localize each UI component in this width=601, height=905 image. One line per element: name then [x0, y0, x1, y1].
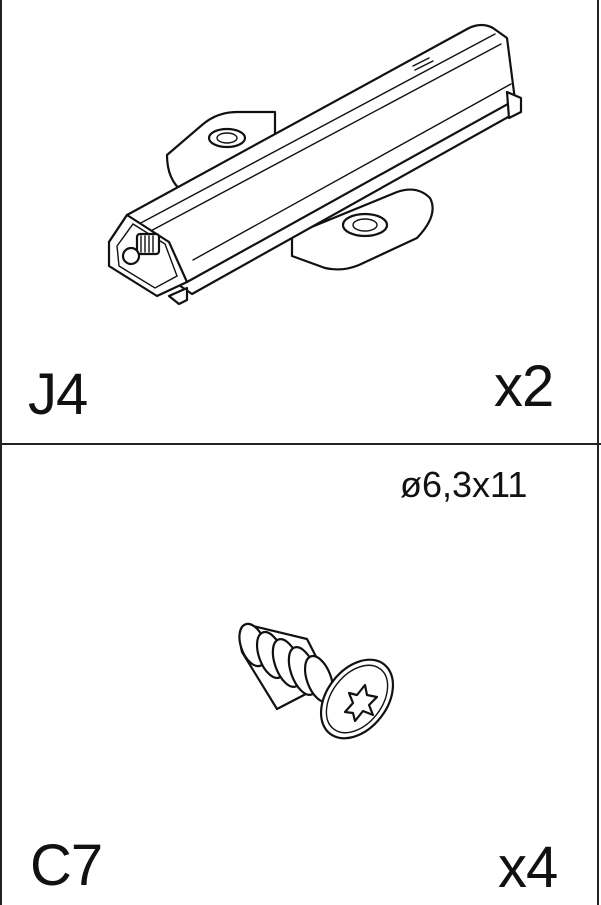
cabinet-connector-bracket-icon — [107, 23, 523, 306]
part-code: C7 — [30, 833, 103, 898]
part-panel-j4: J4 x2 — [2, 0, 597, 443]
left-border — [0, 0, 2, 905]
part-spec: ø6,3x11 — [400, 464, 528, 505]
part-panel-c7: ø6,3x11 C7 x4 — [2, 445, 597, 905]
right-border — [597, 0, 599, 905]
section-divider — [0, 443, 601, 445]
euro-screw-icon — [238, 622, 395, 740]
part-code: J4 — [28, 362, 88, 427]
part-quantity: x2 — [494, 354, 554, 419]
part-quantity: x4 — [498, 835, 558, 900]
